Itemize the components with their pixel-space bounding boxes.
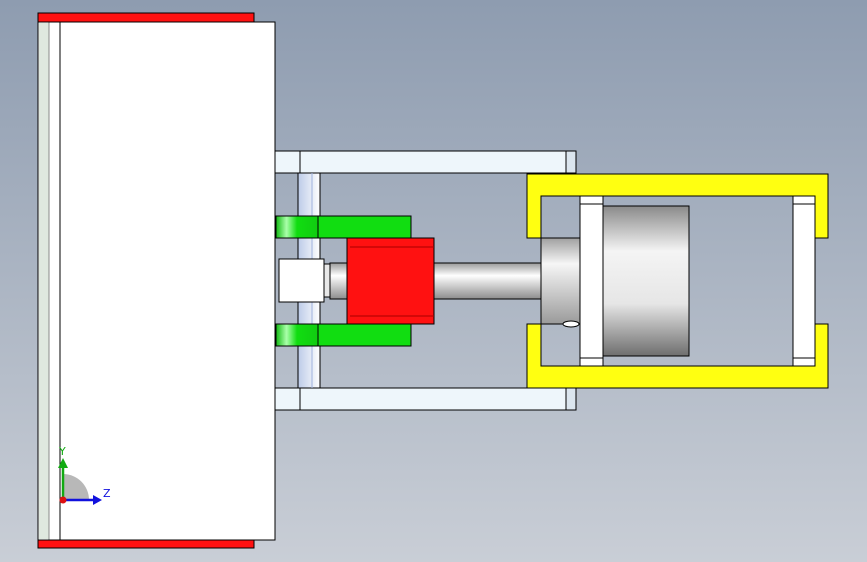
z-axis-label: Z — [103, 487, 111, 500]
plate-slot — [278, 258, 332, 303]
cylinder-assembly — [540, 195, 816, 367]
origin-dot — [59, 496, 67, 504]
z-arrow-head — [93, 495, 102, 505]
y-arrow-head — [58, 458, 68, 468]
red-coupling-block — [346, 237, 435, 325]
top-rail — [274, 150, 577, 174]
bottom-red-strip — [37, 539, 255, 549]
lower-green-jaw — [275, 323, 412, 347]
axis-triad: Y Z — [58, 445, 111, 505]
base-plate — [37, 21, 276, 541]
upper-green-jaw — [275, 215, 412, 239]
bottom-rail — [274, 387, 577, 411]
y-axis-label: Y — [58, 445, 66, 458]
triad-quadrant — [63, 474, 89, 500]
top-red-strip — [37, 12, 255, 23]
